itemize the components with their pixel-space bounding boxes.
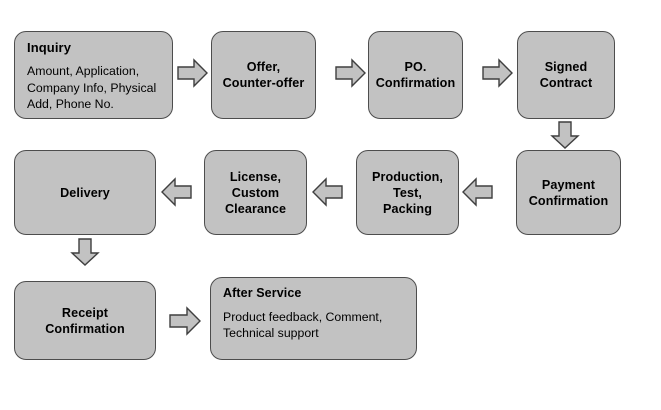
node-offer-label: Offer, Counter-offer	[222, 60, 305, 90]
node-signed-contract[interactable]: Signed Contract	[517, 31, 615, 119]
node-license[interactable]: License, Custom Clearance	[204, 150, 307, 235]
node-po-confirmation-label: PO. Confirmation	[375, 60, 456, 90]
node-po-confirmation[interactable]: PO. Confirmation	[368, 31, 463, 119]
node-after-service-detail: Product feedback, Comment, Technical sup…	[223, 309, 383, 341]
node-license-label: License, Custom Clearance	[224, 169, 287, 216]
connector-production-to-license-icon	[311, 176, 344, 208]
node-receipt-confirmation-label: Receipt Confirmation	[45, 305, 125, 336]
node-after-service[interactable]: After Service Product feedback, Comment,…	[210, 277, 417, 360]
node-production-label: Production, Test, Packing	[371, 169, 444, 216]
connector-receipt-to-after-service-icon	[168, 305, 202, 337]
node-delivery[interactable]: Delivery	[14, 150, 156, 235]
node-after-service-title: After Service	[223, 286, 302, 300]
node-inquiry-detail: Amount, Application, Company Info, Physi…	[27, 64, 157, 111]
connector-signed-contract-to-payment-icon	[549, 120, 581, 150]
node-receipt-confirmation[interactable]: Receipt Confirmation	[14, 281, 156, 360]
node-inquiry-title: Inquiry	[27, 40, 72, 55]
connector-po-to-signed-contract-icon	[481, 57, 514, 89]
node-delivery-label: Delivery	[60, 185, 110, 200]
node-production[interactable]: Production, Test, Packing	[356, 150, 459, 235]
connector-payment-to-production-icon	[461, 176, 494, 208]
node-payment-confirmation-label: Payment Confirmation	[528, 177, 609, 208]
node-signed-contract-label: Signed Contract	[539, 60, 593, 90]
node-offer[interactable]: Offer, Counter-offer	[211, 31, 316, 119]
connector-inquiry-to-offer-icon	[176, 57, 209, 89]
connector-offer-to-po-icon	[334, 57, 367, 89]
connector-license-to-delivery-icon	[160, 176, 193, 208]
connector-delivery-to-receipt-icon	[69, 237, 101, 267]
node-inquiry[interactable]: Inquiry Amount, Application, Company Inf…	[14, 31, 173, 119]
node-payment-confirmation[interactable]: Payment Confirmation	[516, 150, 621, 235]
